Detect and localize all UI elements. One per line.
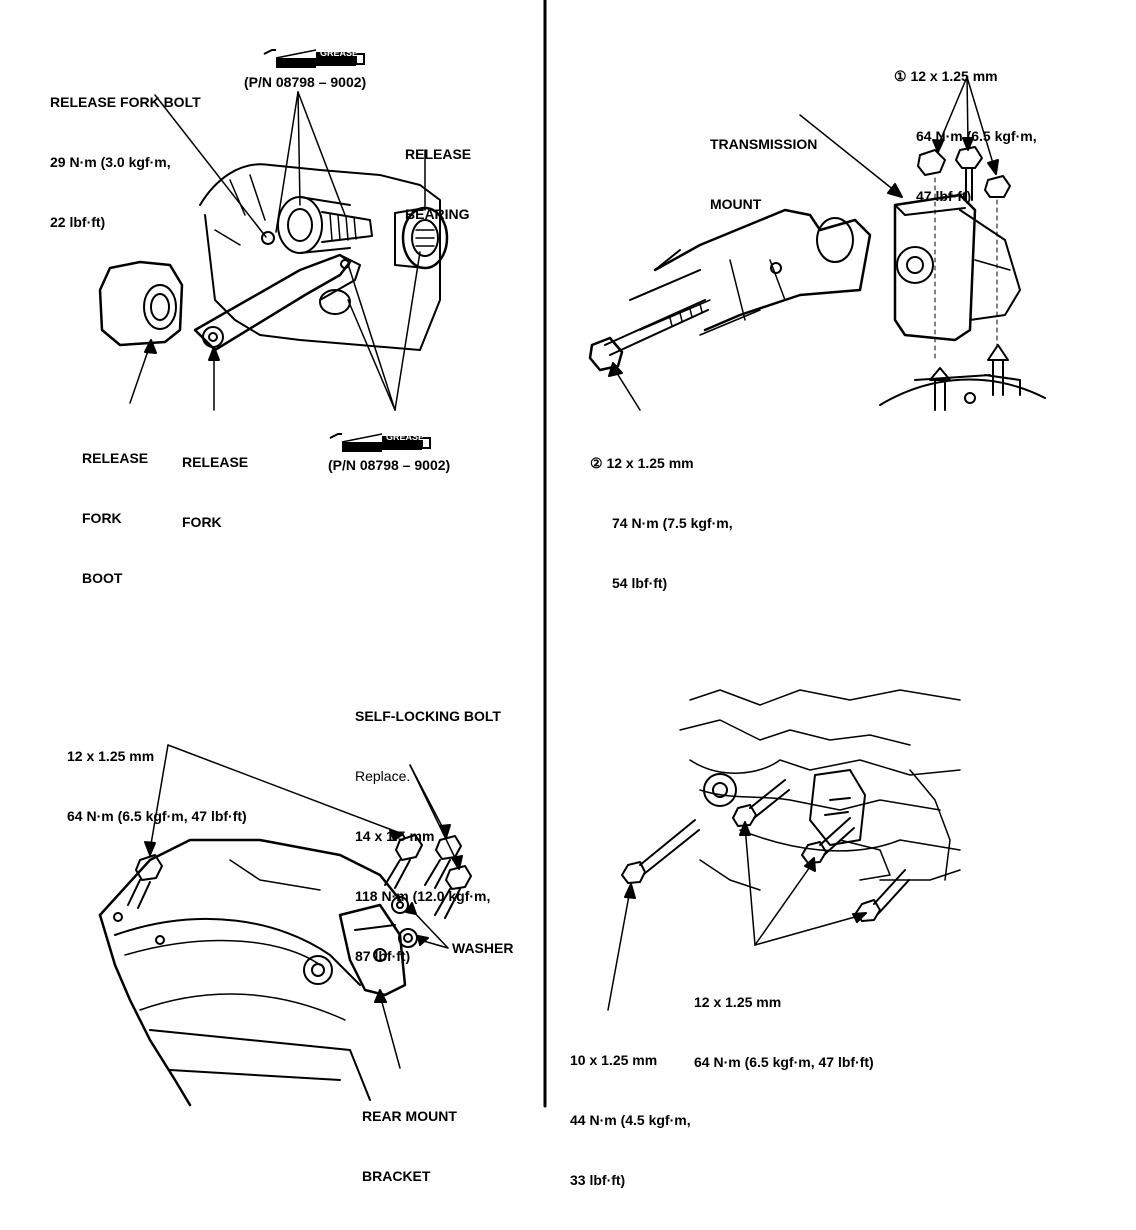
rear-bolt-spec-torque: 64 N·m (6.5 kgf·m, 47 lbf·ft) xyxy=(67,808,247,824)
release-bearing-label: RELEASE BEARING xyxy=(405,104,471,264)
transmission-mount-line-2: MOUNT xyxy=(710,196,762,212)
release-fork-boot-label: RELEASE FORK BOOT xyxy=(82,408,148,628)
top-nut-spec-size: ① 12 x 1.25 mm xyxy=(894,68,998,84)
release-fork-bolt-label: RELEASE FORK BOLT 29 N·m (3.0 kgf·m, 22 … xyxy=(50,52,201,272)
grease-label-top: GREASE xyxy=(320,48,359,58)
grease-tube-icon-bottom: GREASE xyxy=(328,428,438,459)
line-art-illustrations xyxy=(98,0,1046,1108)
front-bolt-10-spec-label: 10 x 1.25 mm 44 N·m (4.5 kgf·m, 33 lbf·f… xyxy=(570,1010,691,1230)
clutch-release-illustration xyxy=(98,91,449,411)
grease-part-number-top: (P/N 08798 – 9002) xyxy=(244,74,367,90)
release-bearing-line-1: RELEASE xyxy=(405,146,472,162)
washer-label: WASHER xyxy=(452,940,514,956)
grease-tube-icon-top: GREASE xyxy=(262,44,372,75)
release-fork-boot-line-1: RELEASE xyxy=(82,450,149,466)
front-bolt-12-spec-label: 12 x 1.25 mm 64 N·m (6.5 kgf·m, 47 lbf·f… xyxy=(694,952,874,1112)
rear-mount-bracket-line-1: REAR MOUNT xyxy=(362,1108,457,1124)
transmission-mount-line-1: TRANSMISSION xyxy=(710,136,818,152)
release-fork-bolt-title: RELEASE FORK BOLT xyxy=(50,94,201,110)
rear-bolt-spec-label: 12 x 1.25 mm 64 N·m (6.5 kgf·m, 47 lbf·f… xyxy=(67,706,247,866)
front-bolt-12-spec-size: 12 x 1.25 mm xyxy=(694,994,782,1010)
transmission-mount-label: TRANSMISSION MOUNT xyxy=(710,94,817,254)
through-bolt-spec-torque: 74 N·m (7.5 kgf·m, xyxy=(612,515,733,531)
release-fork-label: RELEASE FORK xyxy=(182,412,248,572)
release-fork-bolt-torque-ft: 22 lbf·ft) xyxy=(50,214,106,230)
self-locking-bolt-label: SELF-LOCKING BOLT Replace. 14 x 1.5 mm 1… xyxy=(355,666,501,1006)
top-nut-spec-torque-ft: 47 lbf·ft) xyxy=(916,188,972,204)
front-bolt-10-spec-size: 10 x 1.25 mm xyxy=(570,1052,658,1068)
self-locking-bolt-torque: 118 N·m (12.0 kgf·m, xyxy=(355,888,491,904)
through-bolt-spec-torque-ft: 54 lbf·ft) xyxy=(612,575,668,591)
front-mount-illustration xyxy=(607,689,961,1011)
top-nut-spec-torque: 64 N·m (6.5 kgf·m, xyxy=(916,128,1037,144)
rear-mount-bracket-label: REAR MOUNT BRACKET xyxy=(362,1066,457,1226)
release-fork-bolt-torque: 29 N·m (3.0 kgf·m, xyxy=(50,154,171,170)
release-fork-boot-line-3: BOOT xyxy=(82,570,123,586)
through-bolt-spec-size: ② 12 x 1.25 mm xyxy=(590,455,694,471)
rear-bolt-spec-size: 12 x 1.25 mm xyxy=(67,748,155,764)
self-locking-bolt-torque-ft: 87 lbf·ft) xyxy=(355,948,411,964)
rear-mount-illustration xyxy=(98,744,472,1107)
grease-part-number-bottom: (P/N 08798 – 9002) xyxy=(328,457,451,473)
rear-mount-bracket-line-2: BRACKET xyxy=(362,1168,431,1184)
transmission-mount-illustration xyxy=(588,76,1046,411)
release-fork-line-1: RELEASE xyxy=(182,454,249,470)
release-bearing-line-2: BEARING xyxy=(405,206,470,222)
front-bolt-10-spec-torque-ft: 33 lbf·ft) xyxy=(570,1172,626,1188)
front-bolt-12-spec-torque: 64 N·m (6.5 kgf·m, 47 lbf·ft) xyxy=(694,1054,874,1070)
front-bolt-10-spec-torque: 44 N·m (4.5 kgf·m, xyxy=(570,1112,691,1128)
self-locking-bolt-replace-note: Replace. xyxy=(355,768,411,784)
release-fork-line-2: FORK xyxy=(182,514,222,530)
through-bolt-spec-label: ② 12 x 1.25 mm 74 N·m (7.5 kgf·m, 54 lbf… xyxy=(590,413,733,633)
self-locking-bolt-size: 14 x 1.5 mm xyxy=(355,828,435,844)
top-nut-spec-label: ① 12 x 1.25 mm 64 N·m (6.5 kgf·m, 47 lbf… xyxy=(894,26,1037,246)
release-fork-boot-line-2: FORK xyxy=(82,510,122,526)
self-locking-bolt-title: SELF-LOCKING BOLT xyxy=(355,708,501,724)
grease-label-bottom: GREASE xyxy=(386,432,425,442)
service-diagram-page: GREASE GREASE RELEASE FORK BOLT 29 N·m (… xyxy=(50,0,1046,1188)
